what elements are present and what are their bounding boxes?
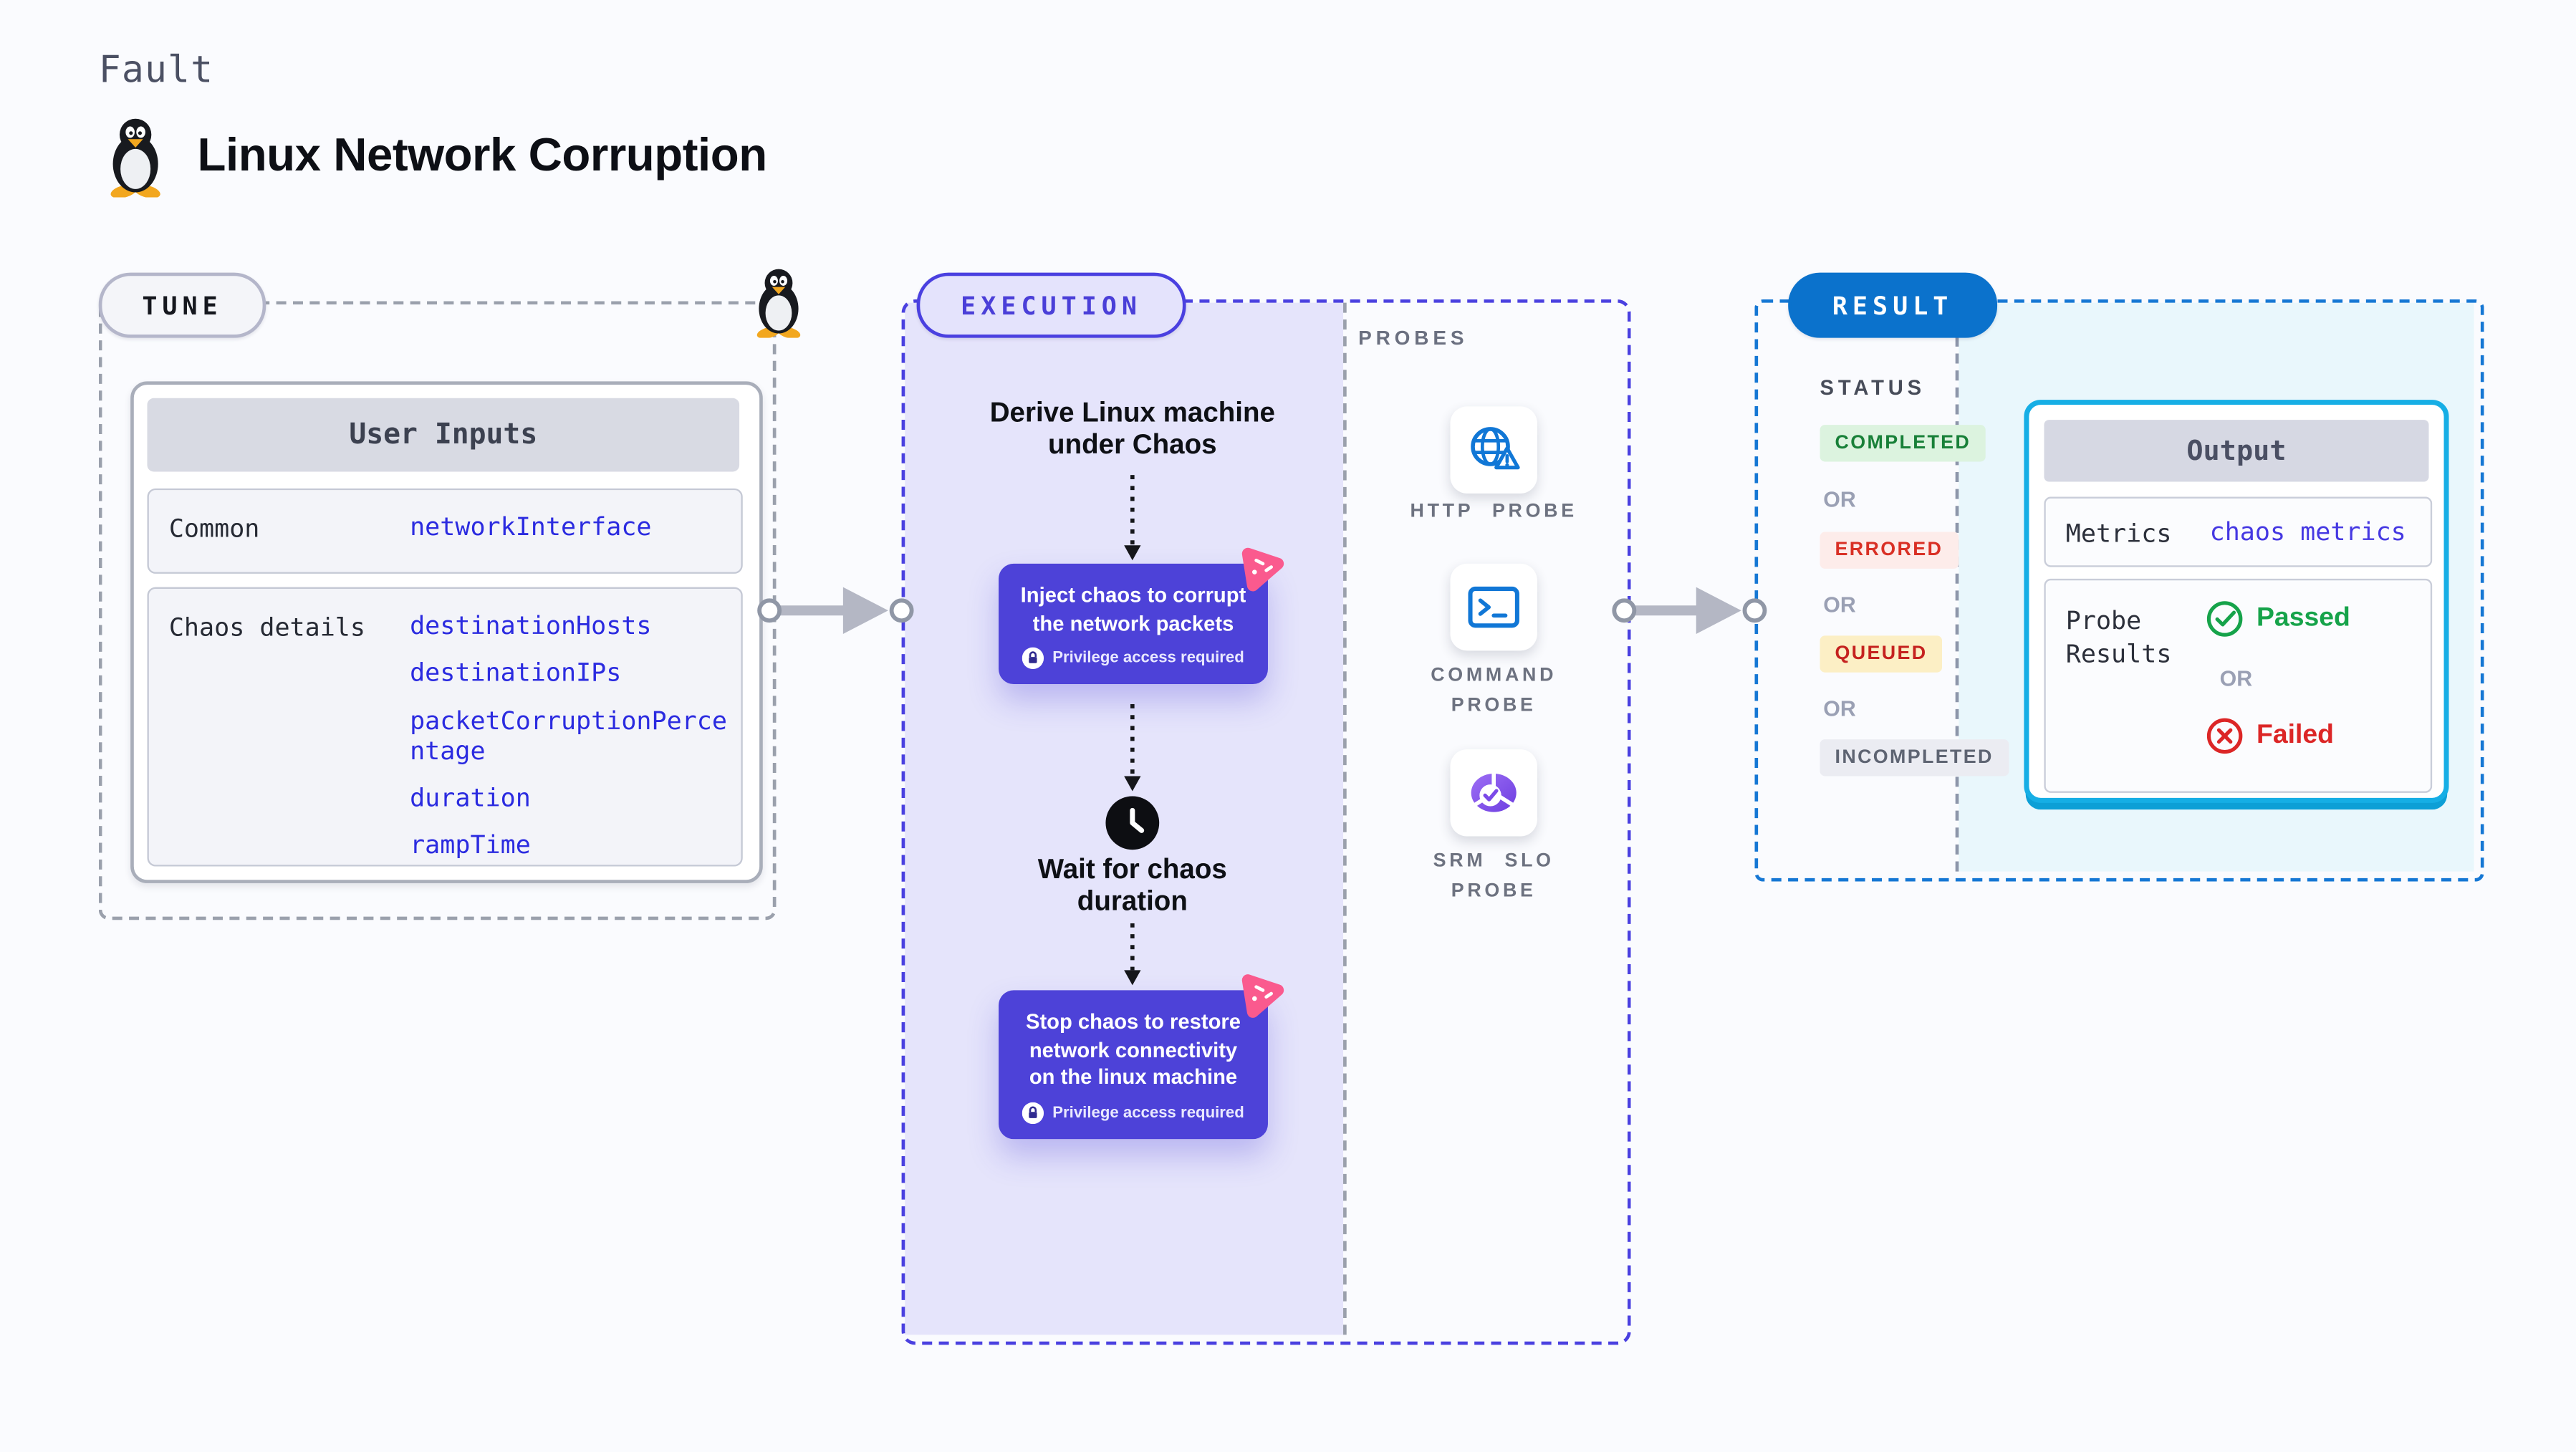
row-label: Chaos details	[168, 612, 365, 643]
user-inputs-header: User Inputs	[147, 398, 740, 472]
chaos-experiment-icon	[1241, 547, 1284, 592]
output-card: Output Metrics chaos metrics Probe Resul…	[2024, 400, 2449, 803]
or-separator: OR	[1823, 696, 1856, 721]
probe-name-srm-slo: SRM SLO PROBE	[1433, 851, 1554, 903]
command-probe-card	[1450, 563, 1537, 651]
inject-chaos-text: Inject chaos to corrupt the network pack…	[1020, 583, 1246, 635]
param-link[interactable]: destinationHosts	[410, 610, 652, 641]
chaos-metrics-link[interactable]: chaos metrics	[2209, 516, 2406, 547]
status-title: STATUS	[1820, 376, 1926, 400]
globe-alert-icon	[1471, 427, 1520, 470]
http-probe-card	[1450, 406, 1537, 494]
terminal-icon	[1468, 586, 1519, 628]
user-inputs-card: User Inputs Common networkInterface Chao…	[130, 381, 763, 883]
clock-icon	[1105, 796, 1160, 850]
privilege-badge-text: Privilege access required	[1052, 1102, 1244, 1122]
tune-stage-pill: TUNE	[98, 272, 266, 338]
metrics-label: Metrics	[2065, 518, 2172, 549]
probe-name-command: COMMAND PROBE	[1431, 665, 1557, 717]
result-divider	[1955, 302, 1959, 872]
metrics-row: Metrics chaos metrics	[2044, 496, 2433, 567]
failed-x-icon	[2206, 718, 2243, 754]
param-link[interactable]: duration	[410, 783, 531, 814]
srm-slo-probe-card	[1450, 749, 1537, 837]
status-badge-incompleted: INCOMPLETED	[1820, 739, 2009, 777]
result-section	[1754, 299, 2484, 882]
stop-chaos-node: Stop chaos to restore network connectivi…	[999, 974, 1284, 1139]
chaos-experiment-icon	[1241, 974, 1284, 1018]
linux-tux-icon-small	[756, 269, 801, 338]
lock-icon	[1022, 647, 1044, 670]
status-badge-completed: COMPLETED	[1820, 425, 1986, 462]
probes-divider	[1343, 302, 1347, 1335]
inject-chaos-node: Inject chaos to corrupt the network pack…	[999, 547, 1284, 685]
user-inputs-row-chaos-details: Chaos details destinationHosts destinati…	[147, 587, 743, 867]
linux-tux-icon	[110, 118, 160, 198]
derive-step-title: Derive Linux machine under Chaos	[989, 398, 1275, 461]
probe-results-row: Probe Results Passed OR Failed	[2044, 578, 2433, 793]
pie-check-icon	[1471, 771, 1517, 812]
user-inputs-row-common: Common networkInterface	[147, 488, 743, 574]
probe-results-label: Probe Results	[2065, 605, 2172, 670]
privilege-badge-text: Privilege access required	[1052, 649, 1244, 668]
param-link[interactable]: rampTime	[410, 830, 531, 861]
stop-chaos-text: Stop chaos to restore network connectivi…	[1025, 1010, 1241, 1090]
param-link[interactable]: destinationIPs	[410, 658, 622, 688]
row-label: Common	[168, 513, 260, 544]
result-stage-pill: RESULT	[1788, 272, 1998, 338]
or-separator: OR	[2219, 665, 2253, 691]
wait-step-title: Wait for chaos duration	[1037, 855, 1227, 918]
failed-label: Failed	[2256, 721, 2334, 750]
or-separator: OR	[1823, 592, 1856, 617]
probe-name-http: HTTP PROBE	[1410, 501, 1577, 522]
status-badge-errored: ERRORED	[1820, 532, 1959, 569]
page-title: Linux Network Corruption	[197, 128, 768, 181]
execution-stage-pill: EXECUTION	[916, 272, 1186, 338]
output-header: Output	[2044, 420, 2429, 482]
or-separator: OR	[1823, 486, 1856, 512]
passed-label: Passed	[2256, 603, 2350, 633]
lock-icon	[1022, 1101, 1044, 1123]
probes-section-label: PROBES	[1358, 326, 1469, 350]
passed-check-icon	[2206, 601, 2243, 637]
fault-kicker: Fault	[98, 50, 214, 92]
status-badge-queued: QUEUED	[1820, 635, 1943, 673]
param-link[interactable]: packetCorruptionPercentage	[410, 705, 727, 766]
execution-section	[901, 299, 1631, 1345]
param-link[interactable]: networkInterface	[410, 511, 652, 542]
